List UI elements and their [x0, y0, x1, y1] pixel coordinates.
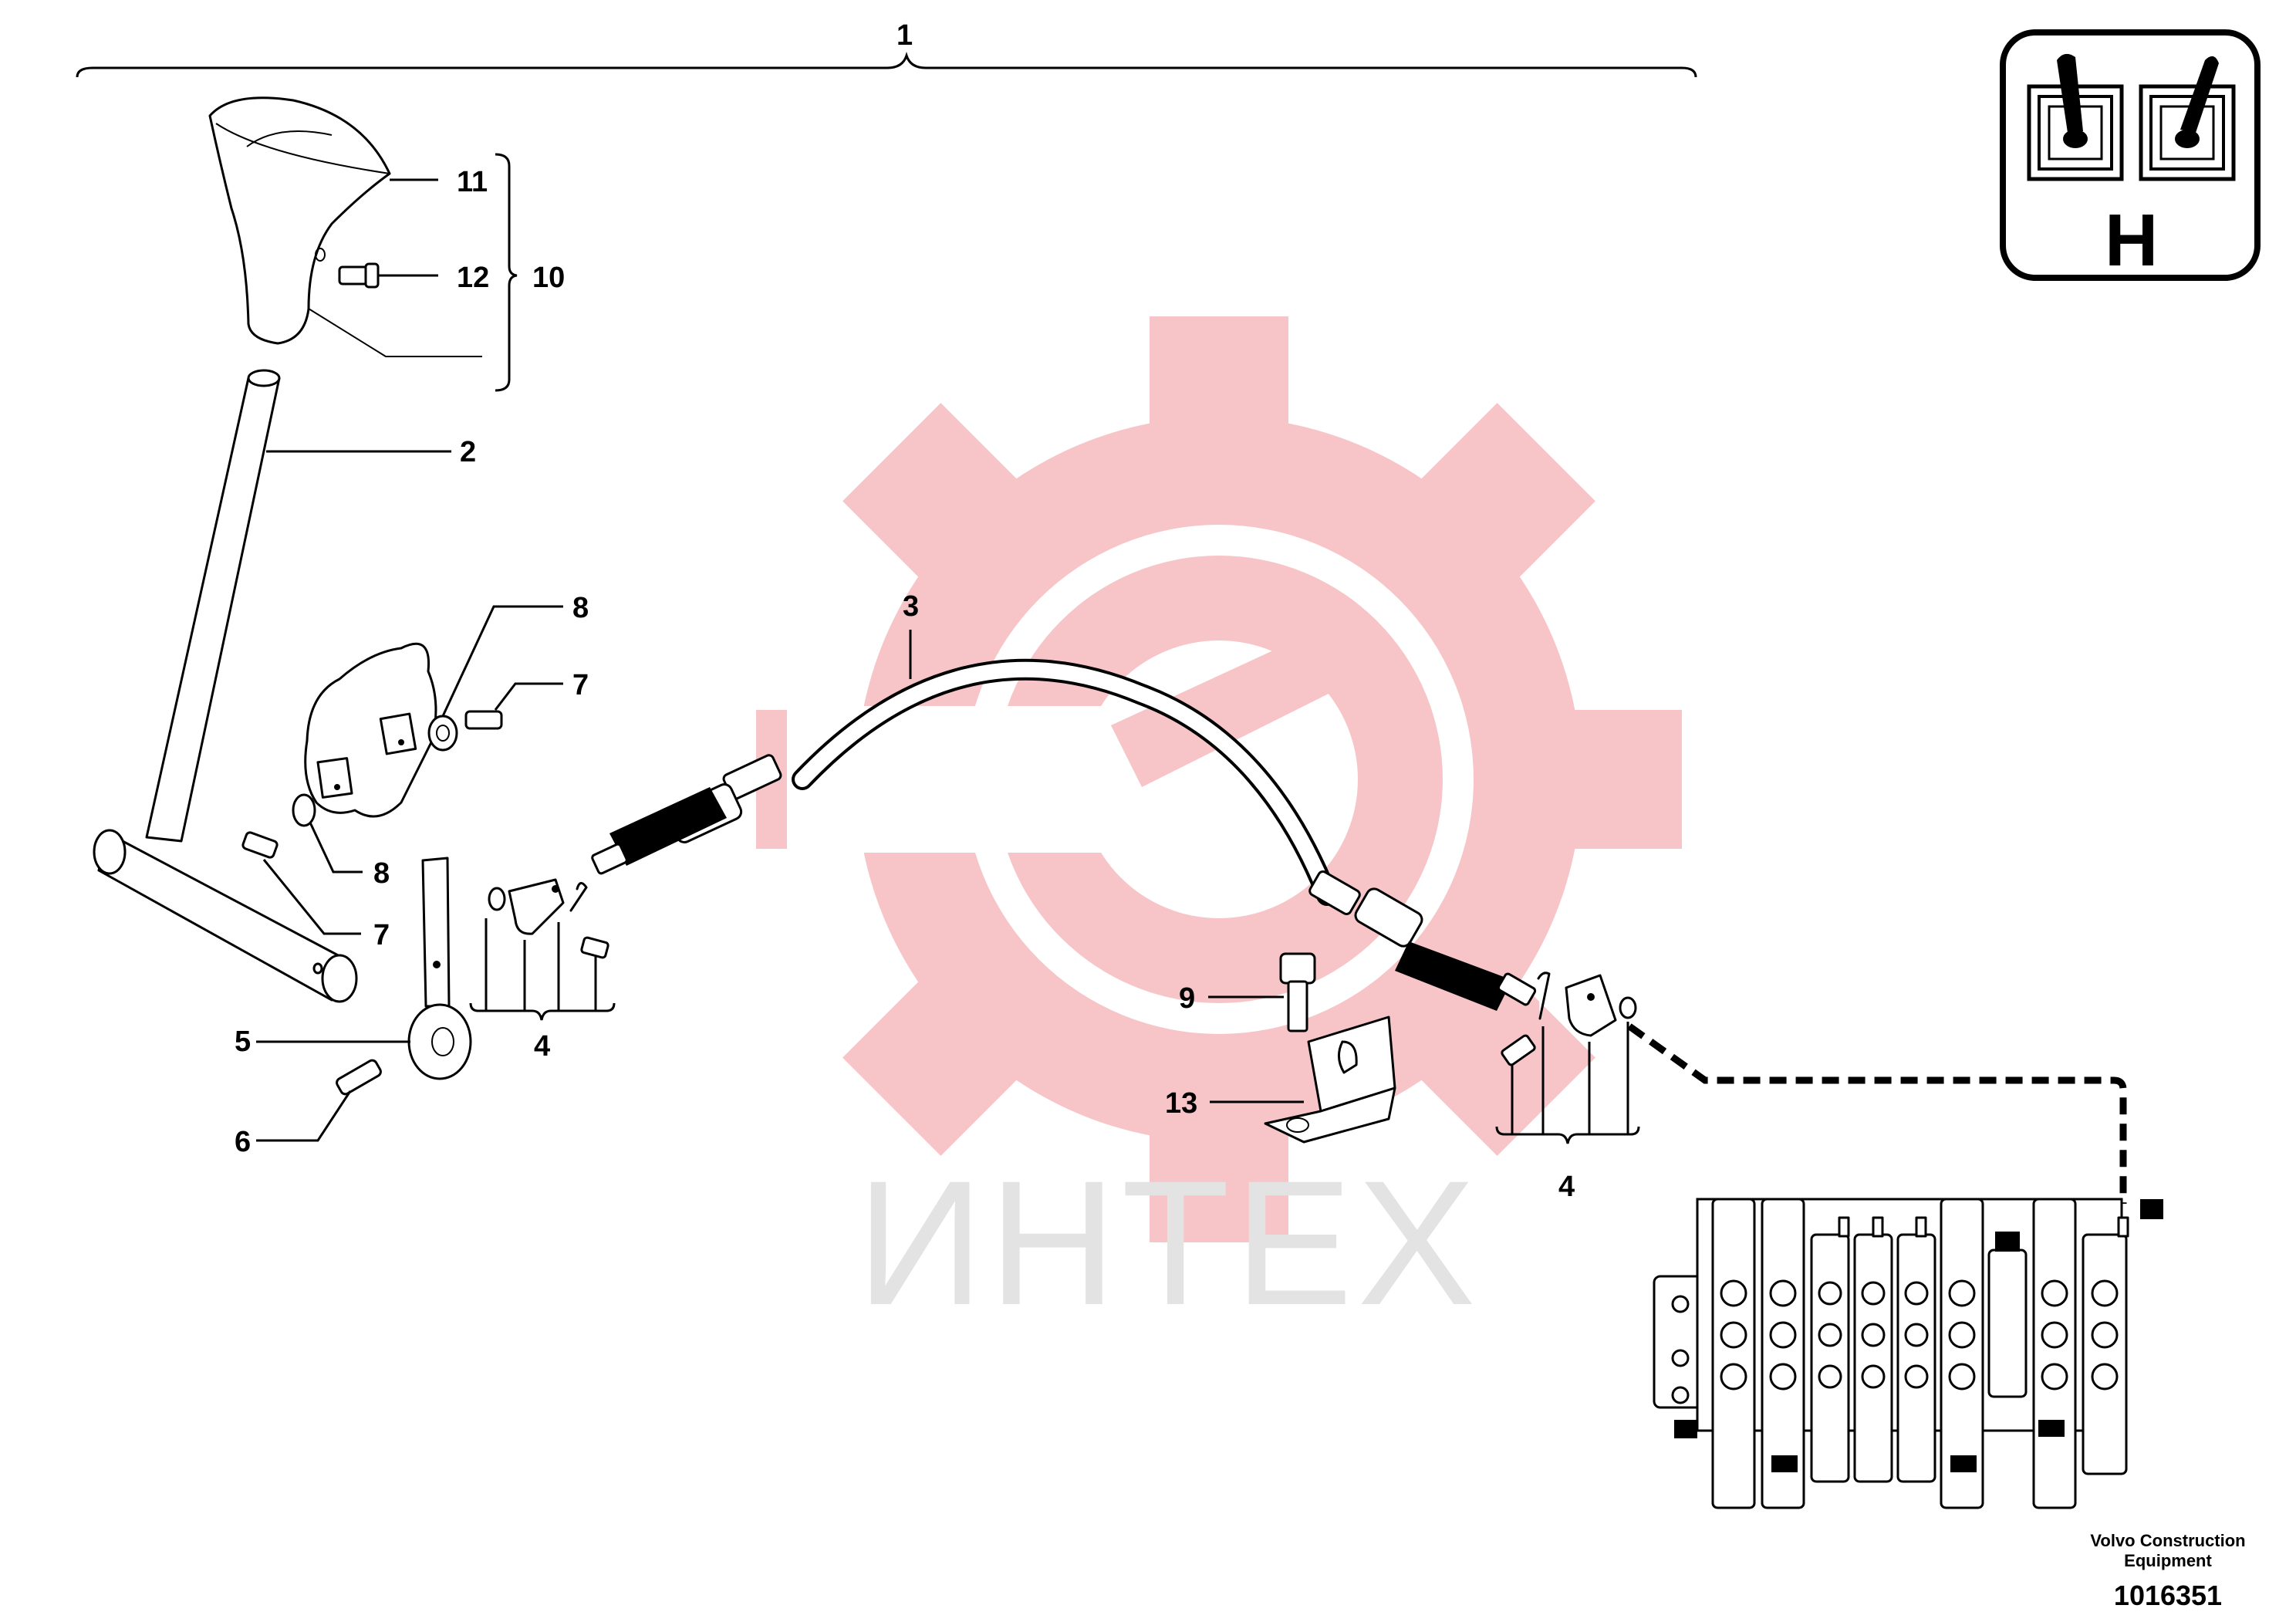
cable-left-end — [591, 754, 782, 875]
clevis-kit-right: 4 — [1495, 972, 1640, 1203]
callout-cable: 3 — [903, 590, 919, 623]
bracket: 13 — [1165, 1015, 1396, 1144]
screw: 12 — [338, 262, 489, 294]
callout-lever-arm: 5 — [235, 1026, 251, 1058]
mounting-plate — [304, 642, 437, 818]
callout-rod: 2 — [460, 436, 476, 468]
watermark: ИНТЕХ — [756, 316, 1682, 1342]
callout-assembly: 1 — [896, 19, 913, 52]
lever-arm: 5 — [235, 857, 472, 1080]
document-number: 1016351 — [2114, 1580, 2222, 1611]
callout-nut-lower: 8 — [373, 857, 390, 890]
callout-bracket: 13 — [1165, 1087, 1197, 1120]
credit-line-2: Equipment — [2124, 1551, 2212, 1570]
footer: Volvo Construction Equipment 1016351 — [2090, 1531, 2245, 1611]
nut-lower: 8 — [292, 793, 390, 890]
assembly-brace: 1 — [76, 19, 1697, 78]
callout-knob-top: 11 — [457, 166, 488, 198]
cable-right-end — [1308, 870, 1537, 1011]
callout-bolt: 9 — [1179, 982, 1195, 1015]
joystick-right-icon — [2139, 56, 2236, 181]
badge-letter: H — [2105, 199, 2158, 282]
knob: 11 — [208, 96, 488, 357]
callout-knob-group: 10 — [532, 262, 565, 294]
control-cable: 3 — [591, 590, 1537, 1011]
watermark-text: ИНТЕХ — [856, 1144, 1481, 1342]
clevis-kit-left: 4 — [469, 878, 616, 1063]
setscrew-lower: 7 — [241, 831, 390, 951]
valve-sections — [1674, 1198, 2163, 1509]
dashed-link — [1627, 1023, 2127, 1204]
credit-line-1: Volvo Construction — [2090, 1531, 2245, 1550]
joystick-left-icon — [2027, 53, 2124, 181]
callout-setscrew-upper: 7 — [572, 669, 589, 701]
control-valve-block — [1653, 1198, 2163, 1509]
callout-pin: 6 — [235, 1126, 251, 1158]
callout-screw: 12 — [457, 262, 489, 294]
nut-upper: 8 — [427, 592, 589, 752]
pin: 6 — [235, 1059, 382, 1158]
setscrew-upper: 7 — [464, 669, 589, 730]
callout-clevis-kit-right: 4 — [1558, 1171, 1575, 1203]
callout-clevis-kit-left: 4 — [534, 1030, 550, 1063]
callout-setscrew-lower: 7 — [373, 919, 390, 951]
control-rod: 2 — [93, 369, 476, 1003]
bolt: 9 — [1179, 952, 1316, 1032]
knob-group-bracket: 10 — [495, 153, 565, 392]
joystick-h-badge: H — [2000, 29, 2261, 282]
callout-nut-upper: 8 — [572, 592, 589, 624]
